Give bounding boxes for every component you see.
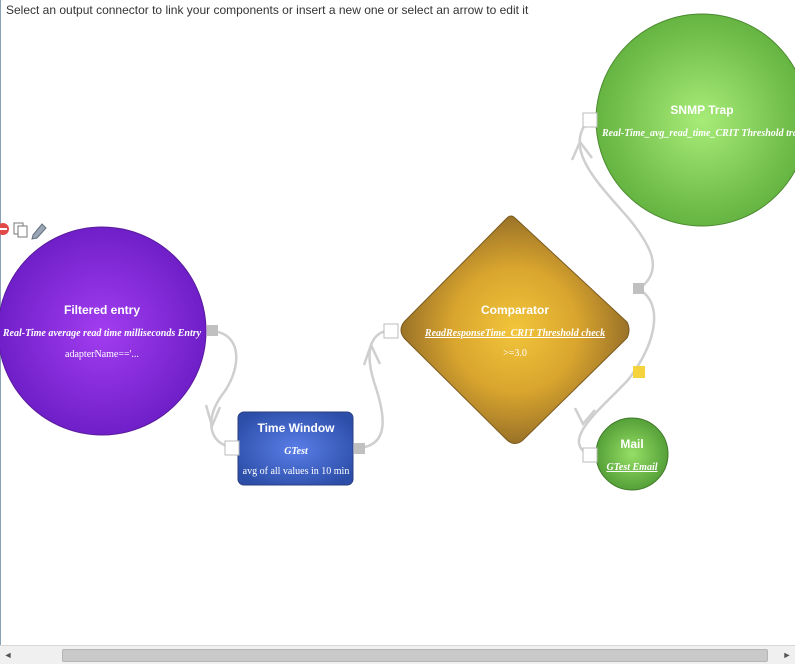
time-window-detail: avg of all values in 10 min — [243, 466, 350, 477]
comparator-detail: >=3.0 — [503, 348, 527, 359]
comparator-subtitle: ReadResponseTime_CRIT Threshold check — [424, 328, 605, 339]
mail-title: Mail — [620, 437, 643, 451]
comparator-title: Comparator — [481, 303, 549, 317]
snmp-trap-title: SNMP Trap — [670, 103, 733, 117]
filtered-entry-detail: adapterName=='... — [65, 349, 139, 360]
node-snmp-trap[interactable]: SNMP Trap Real-Time_avg_read_time_CRIT T… — [595, 13, 795, 227]
connection-window-to-comparator[interactable] — [358, 328, 391, 450]
node-filtered-entry[interactable]: Filtered entry Real-Time average read ti… — [0, 226, 207, 436]
time-window-output-connector[interactable] — [354, 443, 365, 454]
connection-comparator-to-mail[interactable] — [573, 287, 656, 457]
scroll-left-arrow[interactable]: ◄ — [3, 650, 13, 660]
node-time-window[interactable]: Time Window GTest avg of all values in 1… — [237, 411, 354, 486]
scroll-right-arrow[interactable]: ► — [782, 650, 792, 660]
horizontal-scrollbar[interactable]: ◄ ► — [0, 645, 795, 664]
node-mail[interactable]: Mail GTest Email — [595, 417, 669, 491]
delete-icon[interactable] — [0, 223, 9, 235]
copy-icon[interactable] — [13, 222, 28, 238]
snmp-trap-input-connector[interactable] — [582, 112, 598, 128]
time-window-subtitle: GTest — [284, 446, 309, 457]
connection-filtered-to-window[interactable] — [204, 329, 238, 449]
snmp-trap-subtitle: Real-Time_avg_read_time_CRIT Threshold t… — [601, 128, 795, 139]
time-window-input-connector[interactable] — [224, 440, 240, 456]
connection-comparator-to-snmp[interactable] — [570, 119, 655, 291]
pencil-icon[interactable] — [31, 223, 47, 240]
filtered-entry-output-connector[interactable] — [207, 325, 218, 336]
filtered-entry-title: Filtered entry — [64, 303, 140, 317]
instruction-text: Select an output connector to link your … — [6, 3, 529, 17]
flow-canvas[interactable]: Filtered entry Real-Time average read ti… — [0, 0, 795, 645]
filtered-entry-subtitle: Real-Time average read time milliseconds… — [2, 328, 202, 339]
mail-subtitle: GTest Email — [606, 462, 657, 473]
comparator-new-output-connector[interactable] — [633, 366, 645, 378]
time-window-title: Time Window — [257, 421, 335, 435]
comparator-output-connector[interactable] — [633, 283, 644, 294]
comparator-input-connector[interactable] — [383, 323, 399, 339]
node-comparator[interactable]: Comparator ReadResponseTime_CRIT Thresho… — [400, 215, 630, 444]
mail-input-connector[interactable] — [582, 447, 598, 463]
scroll-thumb[interactable] — [62, 649, 768, 662]
